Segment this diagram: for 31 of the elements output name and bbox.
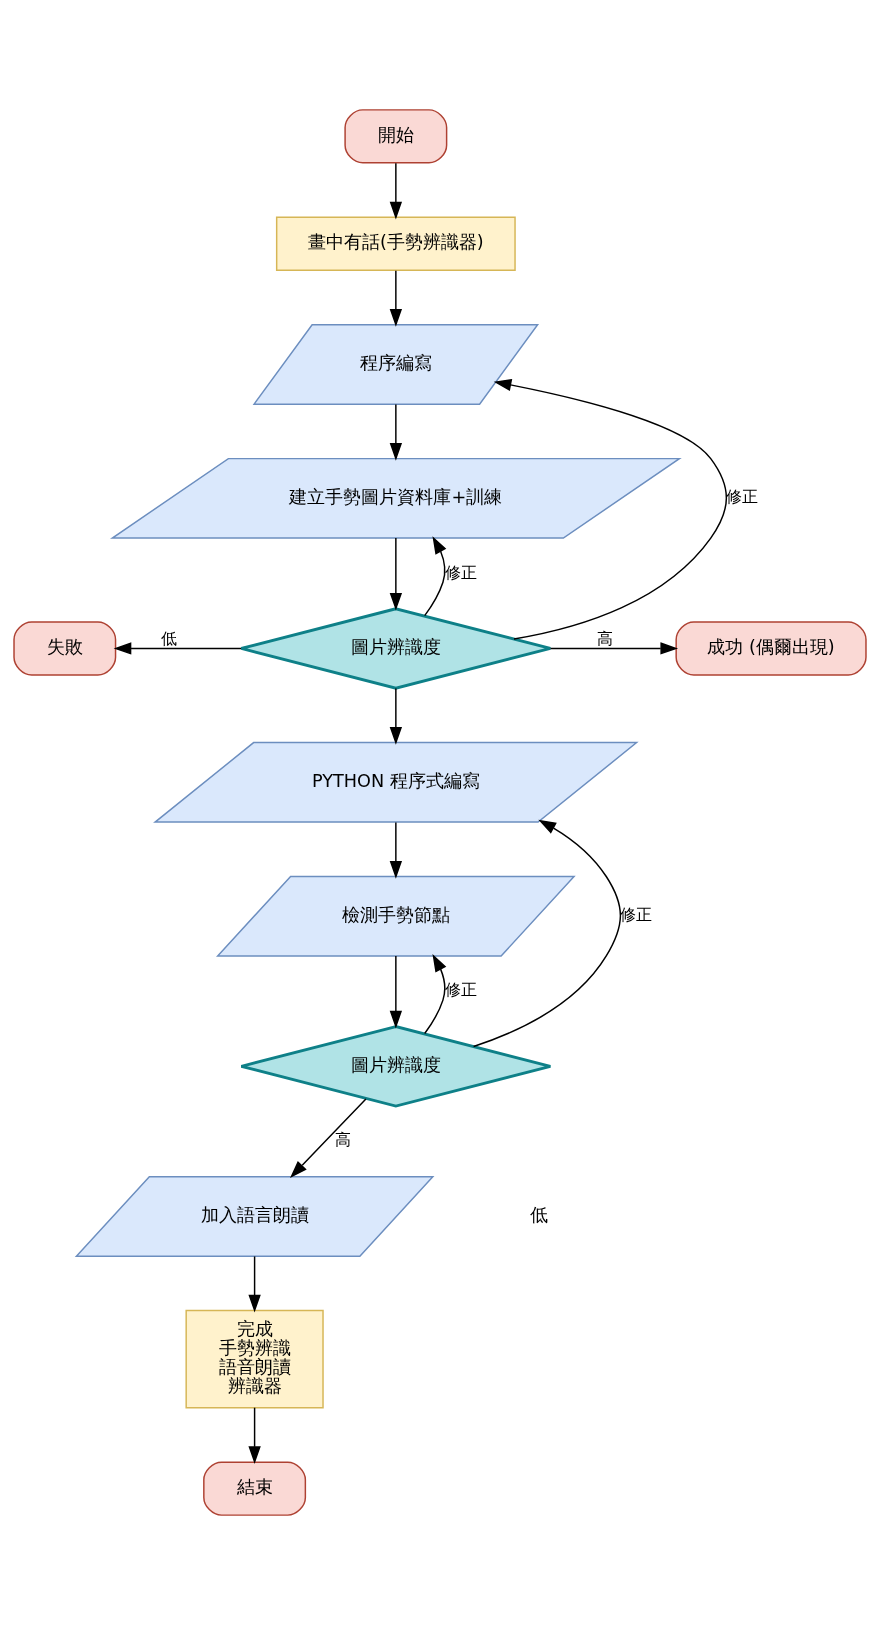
node-box: 開始: [344, 109, 448, 164]
node-box: 完成 手勢辨識 語音朗讀 辨識器: [185, 1309, 324, 1409]
arrow: [423, 536, 447, 617]
node-box: 失敗: [13, 621, 117, 676]
edge-label: 修正: [445, 562, 478, 582]
arrow: [389, 162, 403, 220]
node-box: 成功 (偶爾出現): [675, 621, 867, 676]
arrow: [290, 1098, 367, 1179]
arrow: [389, 270, 403, 327]
edge-label: 低: [161, 628, 178, 648]
arrow: [549, 642, 679, 655]
arrow: [389, 537, 403, 611]
arrow: [423, 954, 447, 1035]
node-diamond: 圖片辨識度: [239, 1025, 552, 1108]
arrow: [389, 403, 403, 461]
arrow: [389, 821, 403, 879]
arrow: [472, 819, 622, 1048]
edge-label: 高: [334, 1130, 351, 1150]
edge-label: 修正: [445, 980, 478, 1000]
arrow: [248, 1255, 261, 1313]
arrow: [248, 1407, 261, 1464]
arrow: [113, 642, 242, 655]
label: 低: [529, 1204, 548, 1225]
arrow: [493, 378, 728, 640]
arrow: [389, 955, 403, 1029]
node-diamond: 圖片辨識度: [239, 607, 552, 690]
arrow: [389, 687, 403, 745]
node-box: 畫中有話(手勢辨識器): [275, 216, 516, 271]
node-box: 結束: [203, 1461, 307, 1516]
edge-label: 修正: [620, 905, 653, 925]
edge-label: 高: [596, 628, 613, 648]
